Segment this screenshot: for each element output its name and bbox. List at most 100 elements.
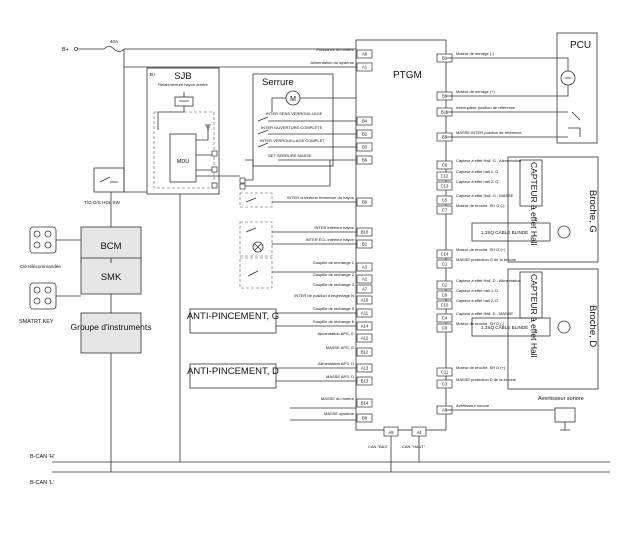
sjb-pin-2 bbox=[211, 166, 218, 173]
left-pin-signal: Puissance du moteur bbox=[316, 47, 354, 52]
right-pin-signal: Capteur à effet Hall, D - MASSE bbox=[456, 311, 513, 316]
cable-right-label: 1,3SQ CÂBLE BLINDÉ bbox=[481, 324, 528, 330]
right-pin-id: B11 bbox=[441, 110, 449, 115]
sjb-serrure-wires bbox=[245, 159, 331, 187]
right-pin-box bbox=[436, 249, 453, 259]
neutral-switch-wire bbox=[247, 270, 356, 277]
serrure-switch-4: SET SERRURE MASSE bbox=[268, 153, 312, 158]
right-pin-signal: Moteur de broche, SH D (+) bbox=[456, 365, 506, 370]
serrure-switch-3: INTER VERROUILLAGE COMPLET bbox=[260, 138, 325, 143]
inner-switch-wires bbox=[245, 227, 356, 245]
inner-lamp-cross bbox=[254, 243, 262, 251]
left-pin-box bbox=[356, 262, 373, 272]
tg-switch-box bbox=[93, 167, 125, 193]
sjb-pin-1 bbox=[211, 150, 218, 157]
right-pin-signal: Capteur à effet hall 1, D bbox=[456, 288, 498, 293]
left-pin-id: B13 bbox=[361, 379, 369, 384]
serrure-switch-2: INTER OUVERTURE COMPLÈTE bbox=[261, 125, 323, 130]
right-pin-id: B5 bbox=[442, 135, 448, 140]
left-pin-box bbox=[356, 239, 373, 249]
right-pin-box bbox=[436, 313, 453, 323]
cluster-label: Groupe d'instruments bbox=[71, 322, 152, 332]
left-pin-id: B1 bbox=[362, 242, 368, 247]
left-pin-signal: INTER ÉCL intérieur hayon bbox=[306, 237, 354, 242]
gate-switch-wire bbox=[245, 197, 356, 203]
right-pin-signal: Capteur à effet Hall, D - Alimentation bbox=[456, 278, 521, 283]
left-pin-box bbox=[356, 49, 373, 59]
gate-switch-box bbox=[239, 192, 273, 208]
capteur-left-box bbox=[519, 159, 543, 207]
pin-a5-label: A5 bbox=[388, 430, 394, 435]
sjb-trunk-wire bbox=[124, 191, 181, 462]
pcu-switch bbox=[568, 111, 581, 137]
right-pin-box bbox=[436, 280, 453, 290]
sjb-internal-wires bbox=[196, 125, 240, 177]
right-pin-box bbox=[436, 195, 453, 205]
left-pin-id: B8 bbox=[362, 416, 368, 421]
left-pin-box bbox=[356, 376, 373, 386]
cable-right-box bbox=[471, 317, 551, 337]
sjb-box bbox=[146, 67, 220, 195]
cluster-box bbox=[80, 312, 142, 354]
smart-key-label: SMATRT KEY bbox=[19, 319, 54, 325]
can-high-label: CAN "HAUT" bbox=[402, 444, 426, 449]
right-pin-signal: Moteur de serrage (-) bbox=[456, 51, 494, 56]
left-pin-id: A12 bbox=[361, 336, 369, 341]
left-pin-box bbox=[356, 363, 373, 373]
capteur-right-label: CAPTEUR à effet Hall bbox=[529, 274, 539, 358]
left-pin-signal: INTER ouverture/ fermeture du hayon bbox=[287, 195, 354, 200]
broche-left-box bbox=[507, 156, 599, 263]
right-pin-signal: Moteur de broche, SH G (-) bbox=[456, 203, 505, 208]
right-pin-box bbox=[436, 259, 453, 269]
left-pin-signal: Goupille de rechange 3 bbox=[313, 282, 355, 287]
bcm-box bbox=[80, 226, 142, 264]
left-pin-signal: Goupille de rechange 1 bbox=[313, 260, 355, 265]
ptgm-title: PTGM bbox=[393, 70, 422, 81]
fuse-rating: 40A bbox=[110, 39, 119, 44]
left-pin-box bbox=[356, 284, 373, 294]
right-pin-signal: Moteur de broche, SH G (+) bbox=[456, 247, 506, 252]
pin-a4-label: A4 bbox=[416, 430, 422, 435]
right-pin-id: B6 bbox=[442, 94, 448, 99]
tg-switch-contact bbox=[99, 176, 118, 183]
remote-key-icon bbox=[29, 226, 57, 254]
left-pin-id: B14 bbox=[361, 401, 369, 406]
sjb-ground-symbol bbox=[205, 124, 211, 130]
buzzer-label: Avertisseur sonore bbox=[538, 396, 584, 402]
serrure-switch-contacts bbox=[257, 116, 269, 148]
right-pin-id: C10 bbox=[441, 303, 449, 308]
left-pin-signal: INTER intérieur hayon bbox=[314, 225, 354, 230]
serrure-title: Serrure bbox=[262, 77, 294, 88]
anti-pinch-right-box bbox=[189, 363, 277, 389]
mdu-box bbox=[169, 133, 197, 183]
left-pin-id: A14 bbox=[361, 324, 369, 329]
left-pin-box bbox=[356, 295, 373, 305]
left-pin-signal: INTER de position d'engrenage N bbox=[294, 293, 354, 298]
left-pin-box bbox=[356, 197, 373, 207]
can-low-bus-label: B-CAN 'L' bbox=[30, 480, 54, 486]
bcm-label: BCM bbox=[100, 241, 121, 252]
left-pin-id: A3 bbox=[362, 265, 368, 270]
remote-key-label: Clé télécommandée bbox=[20, 264, 61, 269]
right-pin-id: C13 bbox=[441, 184, 449, 189]
left-pin-box bbox=[356, 62, 373, 72]
smart-key-icon bbox=[29, 282, 57, 310]
anti-pinch-left-label: ANTI-PINCEMENT, G bbox=[187, 311, 279, 322]
mdu-label: MDU bbox=[177, 159, 190, 165]
broche-right-label: Broche, D bbox=[587, 305, 598, 347]
left-pin-box bbox=[356, 274, 373, 284]
left-pin-box bbox=[356, 155, 373, 165]
sjb-b-plus: B+ bbox=[150, 72, 156, 77]
left-pin-id: B9 bbox=[362, 200, 368, 205]
left-pin-id: A10 bbox=[361, 298, 369, 303]
left-pin-signal: Goupille de rechange 5 bbox=[313, 306, 355, 311]
cable-left-box bbox=[471, 222, 551, 242]
sjb-title: SJB bbox=[174, 71, 191, 82]
buzzer-wires bbox=[446, 409, 570, 431]
right-pin-signal: Capteur à effet Hall, G - MASSE bbox=[456, 193, 514, 198]
right-pin-signal: Capteur à effet hall 1, G bbox=[456, 169, 498, 174]
right-pin-id: C9 bbox=[442, 293, 448, 298]
right-pin-box bbox=[436, 171, 453, 181]
